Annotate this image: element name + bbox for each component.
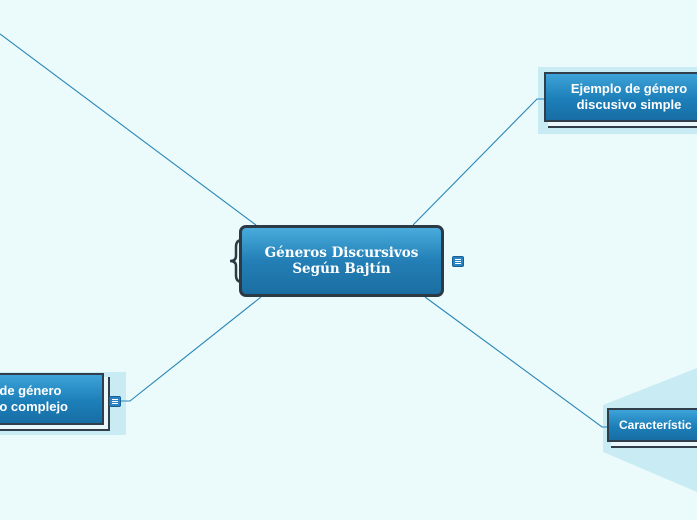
collapse-icon[interactable] [109,396,121,407]
topic-complejo[interactable]: de género o complejo [0,373,104,425]
topic-simple-line2: discusivo simple [576,97,682,112]
connector-caracteristicas [424,296,609,428]
collapse-icon[interactable] [452,256,464,267]
connector-complejo [118,296,262,402]
connector-offscreen-topleft [0,33,257,226]
root-topic[interactable]: Géneros Discursivos Según Bajtín [239,225,444,297]
topic-simple[interactable]: Ejemplo de género discusivo simple [544,72,697,122]
brace-icon [229,239,243,283]
topic-caracteristicas-line1: Característic [619,417,692,432]
root-topic-line2: Según Bajtín [292,261,391,277]
topic-simple-line1: Ejemplo de género [570,81,688,97]
topic-complejo-line2: o complejo [0,399,68,414]
root-topic-line1: Géneros Discursivos [264,244,419,261]
connector-simple [412,98,545,226]
topic-complejo-line1: de género [0,383,62,399]
topic-caracteristicas[interactable]: Característic [607,408,697,442]
